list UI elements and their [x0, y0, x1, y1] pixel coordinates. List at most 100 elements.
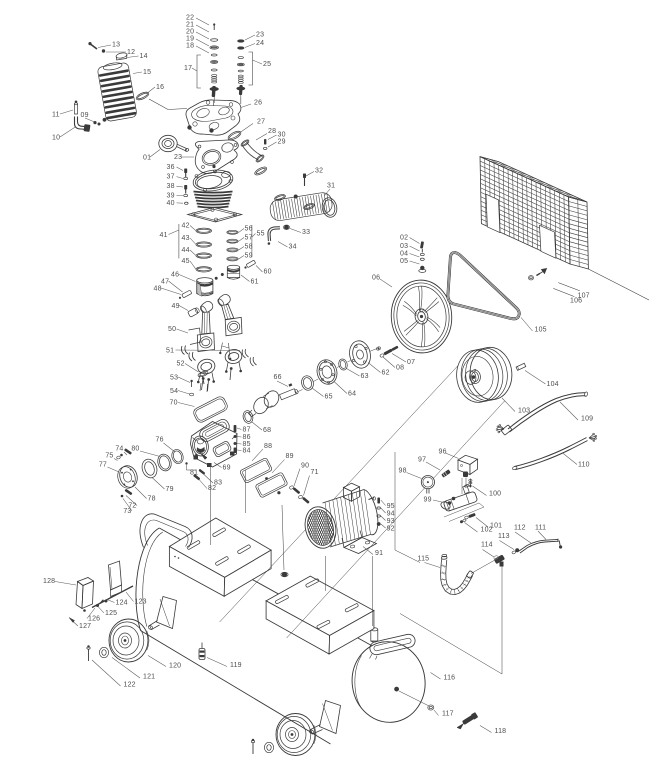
svg-text:123: 123 — [135, 599, 147, 606]
svg-text:60: 60 — [264, 269, 272, 276]
svg-text:74: 74 — [115, 446, 123, 453]
svg-text:17: 17 — [184, 65, 192, 72]
svg-text:09: 09 — [81, 112, 89, 119]
svg-text:31: 31 — [327, 183, 335, 190]
svg-text:57: 57 — [245, 235, 253, 242]
svg-text:113: 113 — [498, 533, 510, 540]
svg-text:126: 126 — [88, 616, 100, 623]
svg-text:03: 03 — [400, 243, 408, 250]
svg-text:41: 41 — [160, 232, 168, 239]
svg-text:78: 78 — [148, 496, 156, 503]
svg-text:68: 68 — [263, 427, 271, 434]
svg-text:53: 53 — [170, 375, 178, 382]
svg-text:46: 46 — [171, 272, 179, 279]
svg-text:106: 106 — [570, 298, 582, 305]
svg-text:15: 15 — [143, 69, 151, 76]
svg-text:90: 90 — [301, 463, 309, 470]
svg-text:93: 93 — [387, 518, 395, 525]
svg-text:22: 22 — [186, 15, 194, 22]
svg-text:122: 122 — [124, 682, 136, 689]
svg-text:118: 118 — [495, 728, 507, 735]
svg-text:124: 124 — [116, 600, 128, 607]
svg-text:95: 95 — [387, 503, 395, 510]
svg-text:26: 26 — [254, 100, 262, 107]
svg-text:61: 61 — [251, 279, 259, 286]
svg-text:100: 100 — [489, 491, 501, 498]
svg-text:50: 50 — [168, 326, 176, 333]
svg-text:33: 33 — [302, 229, 310, 236]
svg-text:87: 87 — [243, 427, 251, 434]
svg-text:88: 88 — [264, 443, 272, 450]
svg-text:49: 49 — [172, 303, 180, 310]
svg-text:63: 63 — [361, 373, 369, 380]
svg-text:44: 44 — [182, 247, 190, 254]
svg-text:72: 72 — [128, 503, 136, 510]
svg-text:47: 47 — [161, 279, 169, 286]
svg-text:83: 83 — [214, 480, 222, 487]
svg-text:36: 36 — [167, 164, 175, 171]
svg-text:13: 13 — [112, 42, 120, 49]
svg-text:23: 23 — [174, 154, 182, 161]
svg-text:16: 16 — [156, 84, 164, 91]
svg-text:19: 19 — [186, 36, 194, 43]
svg-text:99: 99 — [424, 497, 432, 504]
svg-text:04: 04 — [400, 251, 408, 258]
svg-text:56: 56 — [245, 226, 253, 233]
svg-text:23: 23 — [256, 32, 264, 39]
svg-text:66: 66 — [274, 374, 282, 381]
svg-text:120: 120 — [169, 663, 181, 670]
svg-text:110: 110 — [578, 462, 590, 469]
svg-text:29: 29 — [278, 139, 286, 146]
svg-text:27: 27 — [257, 119, 265, 126]
svg-text:43: 43 — [182, 235, 190, 242]
svg-text:37: 37 — [167, 174, 175, 181]
svg-text:80: 80 — [131, 446, 139, 453]
svg-text:65: 65 — [325, 394, 333, 401]
svg-text:55: 55 — [257, 231, 265, 238]
svg-text:38: 38 — [167, 183, 175, 190]
svg-text:103: 103 — [518, 408, 530, 415]
svg-text:91: 91 — [375, 550, 383, 557]
svg-text:45: 45 — [182, 258, 190, 265]
svg-text:52: 52 — [177, 361, 185, 368]
svg-text:127: 127 — [79, 623, 91, 630]
svg-text:96: 96 — [439, 449, 447, 456]
svg-text:117: 117 — [442, 711, 454, 718]
svg-text:54: 54 — [170, 388, 178, 395]
svg-text:05: 05 — [400, 258, 408, 265]
svg-text:24: 24 — [256, 40, 264, 47]
svg-text:128: 128 — [43, 578, 55, 585]
svg-text:12: 12 — [127, 49, 135, 56]
svg-text:51: 51 — [166, 348, 174, 355]
svg-text:84: 84 — [243, 448, 251, 455]
svg-text:125: 125 — [105, 610, 117, 617]
svg-text:82: 82 — [208, 485, 216, 492]
svg-text:59: 59 — [245, 253, 253, 260]
svg-text:14: 14 — [140, 53, 148, 60]
svg-text:89: 89 — [286, 453, 294, 460]
svg-text:81: 81 — [190, 470, 198, 477]
svg-text:109: 109 — [581, 416, 593, 423]
svg-text:111: 111 — [535, 525, 546, 532]
svg-text:08: 08 — [396, 365, 404, 372]
svg-text:32: 32 — [315, 168, 323, 175]
svg-text:58: 58 — [245, 244, 253, 251]
svg-text:39: 39 — [167, 193, 175, 200]
svg-text:06: 06 — [372, 275, 380, 282]
svg-text:28: 28 — [268, 128, 276, 135]
svg-text:69: 69 — [223, 465, 231, 472]
svg-text:102: 102 — [481, 527, 493, 534]
svg-text:116: 116 — [444, 675, 456, 682]
svg-text:21: 21 — [186, 22, 194, 29]
svg-text:48: 48 — [154, 286, 162, 293]
svg-text:34: 34 — [289, 244, 297, 251]
svg-text:86: 86 — [243, 434, 251, 441]
svg-text:73: 73 — [123, 508, 131, 515]
svg-text:64: 64 — [348, 391, 356, 398]
svg-text:62: 62 — [382, 370, 390, 377]
svg-text:119: 119 — [230, 662, 242, 669]
svg-text:121: 121 — [143, 674, 155, 681]
svg-text:11: 11 — [52, 112, 60, 119]
svg-text:40: 40 — [167, 200, 175, 207]
svg-text:42: 42 — [182, 223, 190, 230]
